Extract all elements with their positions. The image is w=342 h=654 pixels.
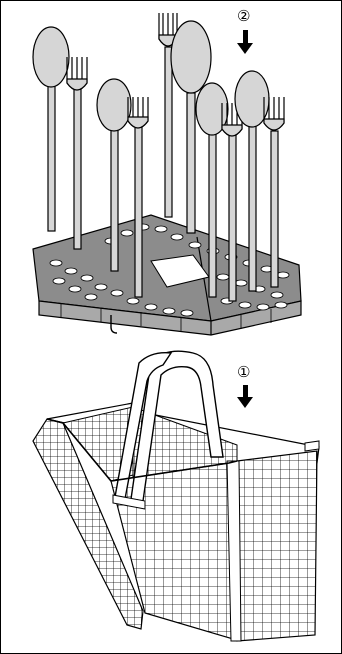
spoon xyxy=(234,70,270,292)
step-number-1: ① xyxy=(237,363,251,381)
spoon xyxy=(170,20,212,234)
fork xyxy=(158,13,178,218)
down-arrow-step-2 xyxy=(237,30,253,54)
fork xyxy=(263,97,285,288)
fork xyxy=(127,97,149,298)
fork xyxy=(66,57,88,250)
fork xyxy=(221,103,243,302)
cutlery-basket xyxy=(32,350,320,642)
basket-handle xyxy=(130,350,224,502)
spoon xyxy=(32,26,70,232)
cutlery-grid xyxy=(32,214,302,336)
down-arrow-step-1 xyxy=(237,385,253,408)
step-number-2: ② xyxy=(237,7,251,25)
cutlery xyxy=(32,13,285,302)
basket-right-panel xyxy=(236,450,318,642)
spoon xyxy=(195,82,229,298)
spoon xyxy=(96,78,132,272)
grid-slots xyxy=(49,223,290,317)
